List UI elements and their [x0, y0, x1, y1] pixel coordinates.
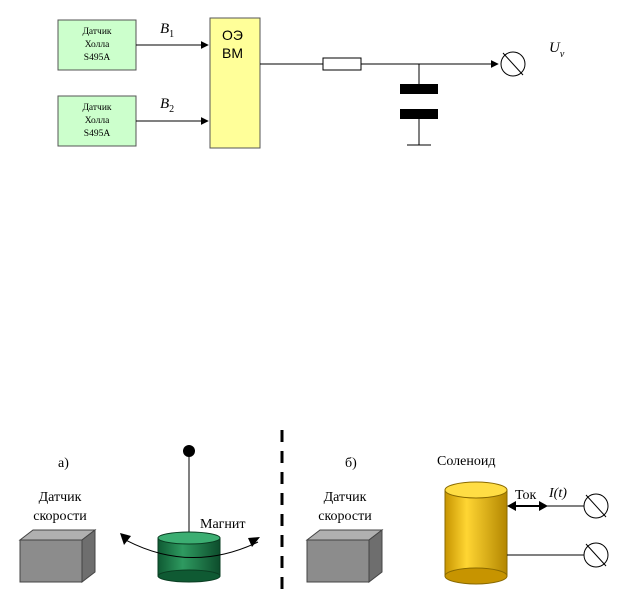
- solenoid-cylinder: [444, 481, 508, 585]
- panel-a-sensor-line2: скорости: [33, 509, 87, 524]
- panel-b-label: б): [345, 456, 357, 471]
- current-arrow-right-icon: [539, 501, 548, 511]
- hall-sensor-1-line2: Холла: [85, 40, 110, 50]
- terminal-bottom-icon: [583, 542, 609, 568]
- hall-sensor-2-line3: S495A: [84, 129, 111, 139]
- swing-arrow-left-icon: [120, 533, 131, 545]
- hall-sensor-2-line2: Холла: [85, 116, 110, 126]
- capacitor: [400, 64, 438, 146]
- resistor: [322, 57, 362, 71]
- hall-sensor-1-line1: Датчик: [82, 27, 111, 37]
- current-arrow-left-icon: [507, 501, 516, 511]
- current-symbol: I(t): [548, 486, 567, 501]
- b1-label: B1: [160, 21, 174, 40]
- processor-line1: ОЭ: [222, 27, 243, 43]
- panel-b-sensor-line2: скорости: [318, 509, 372, 524]
- b2-label: B2: [160, 96, 174, 115]
- panel-b: б) Соленоид Датчик скорости Ток I(t): [305, 454, 609, 585]
- swing-arc: [121, 537, 259, 559]
- hall-circuit: Датчик Холла S495A Датчик Холла S495A B1…: [57, 17, 565, 149]
- hall-sensor-1-line3: S495A: [84, 53, 111, 63]
- solenoid-label: Соленоид: [437, 454, 495, 469]
- processor-line2: ВМ: [222, 45, 243, 61]
- pendulum-bob-icon: [183, 445, 195, 457]
- hall-sensor-2-line1: Датчик: [82, 103, 111, 113]
- speed-sensor-box-a: [18, 528, 97, 584]
- output-terminal-icon: [500, 51, 526, 77]
- swing-arrow-right-icon: [248, 537, 260, 547]
- panel-a: а) Датчик скорости Магнит: [18, 445, 260, 584]
- magnet-label: Магнит: [200, 517, 246, 532]
- terminal-top-icon: [583, 493, 609, 519]
- current-label: Ток: [515, 488, 536, 503]
- panel-a-label: а): [58, 456, 69, 471]
- hall-sensor-1: Датчик Холла S495A: [57, 19, 137, 71]
- panel-a-sensor-line1: Датчик: [39, 490, 82, 505]
- panel-b-sensor-line1: Датчик: [324, 490, 367, 505]
- output-voltage-label: Uv: [549, 40, 565, 60]
- speed-sensor-box-b: [305, 528, 384, 584]
- hall-sensor-2: Датчик Холла S495A: [57, 95, 137, 147]
- processor-block: ОЭ ВМ: [209, 17, 261, 149]
